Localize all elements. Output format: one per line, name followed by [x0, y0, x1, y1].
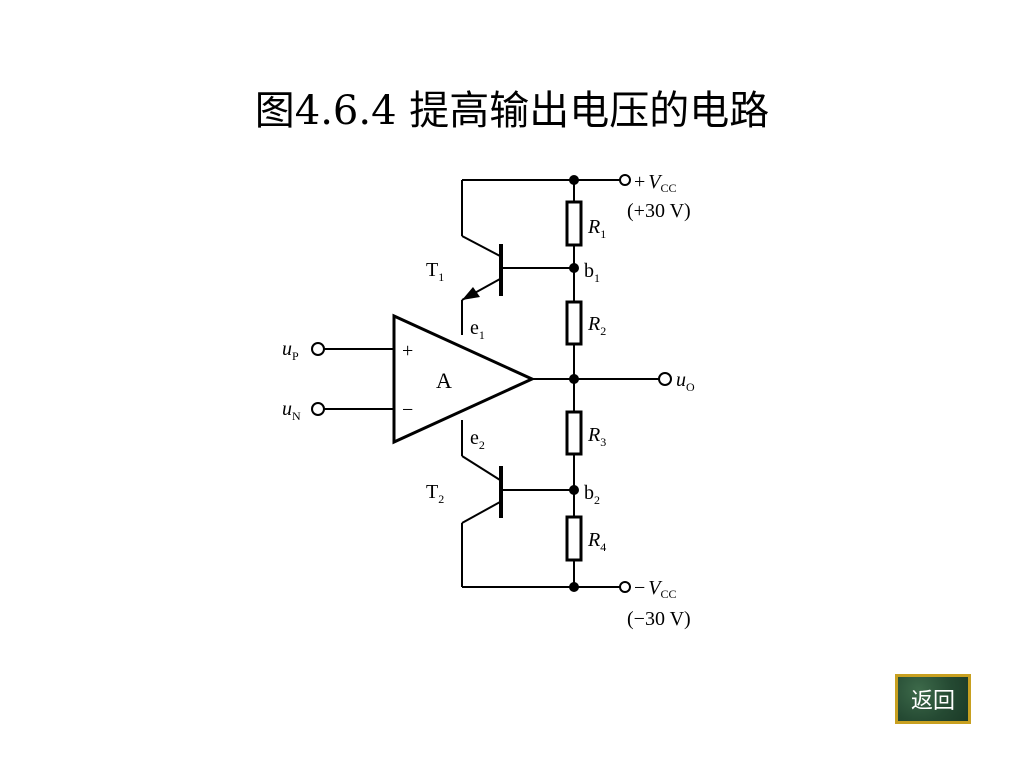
up-label: uP	[282, 338, 299, 363]
un-terminal	[311, 402, 325, 416]
un-label: uN	[282, 398, 301, 423]
up-terminal	[311, 342, 325, 356]
vcc-pos-value: (+30 V)	[627, 200, 691, 222]
op-amp-triangle	[392, 313, 536, 445]
t2-collector	[461, 501, 501, 524]
vcc-neg-value: (−30 V)	[627, 608, 691, 630]
vcc-pos-terminal	[619, 174, 631, 186]
junction-top	[569, 175, 579, 185]
back-button[interactable]: 返回	[895, 674, 971, 724]
b2-label: b2	[584, 482, 600, 507]
resistor-r3	[565, 410, 583, 456]
r3-label: R3	[587, 424, 606, 449]
t1-collector	[461, 235, 501, 257]
b1-label: b1	[584, 260, 600, 285]
r4-label: R4	[587, 529, 606, 554]
r2-label: R2	[587, 313, 606, 338]
r1-label: R1	[587, 216, 606, 241]
plus-input-sign: +	[402, 340, 413, 362]
vcc-neg-label: −VCC	[634, 577, 677, 601]
uo-label: uO	[676, 369, 695, 394]
junction-bottom	[569, 582, 579, 592]
minus-input-sign: −	[402, 399, 413, 421]
page-title: 图4.6.4 提高输出电压的电路	[254, 88, 770, 134]
uo-terminal	[658, 372, 672, 386]
resistor-r2	[565, 300, 583, 346]
e2-label: e2	[470, 427, 485, 452]
junction-out	[569, 374, 579, 384]
amp-label: A	[436, 368, 452, 393]
t2-label: T2	[426, 481, 444, 506]
t1-emitter-arrow	[462, 287, 480, 300]
resistor-r1	[565, 200, 583, 247]
junction-b1	[569, 263, 579, 273]
vcc-pos-label: +VCC	[634, 171, 677, 195]
junction-b2	[569, 485, 579, 495]
vcc-neg-terminal	[619, 581, 631, 593]
t2-emitter	[461, 455, 501, 481]
e1-label: e1	[470, 317, 485, 342]
t1-label: T1	[426, 259, 444, 284]
resistor-r4	[565, 515, 583, 562]
